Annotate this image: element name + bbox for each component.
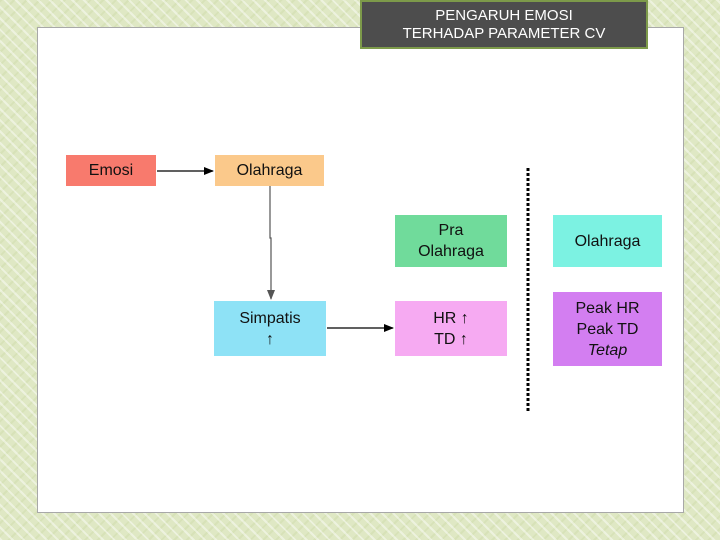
title-line-2: TERHADAP PARAMETER CV <box>402 25 606 42</box>
simpatis-box: Simpatis ↑ <box>214 301 326 356</box>
td-label: TD ↑ <box>434 330 468 348</box>
pra-olahraga-box: Pra Olahraga <box>395 215 507 267</box>
peak-td-label: Peak TD <box>576 320 639 338</box>
emosi-label: Emosi <box>88 162 134 179</box>
arrow-olahraga-to-simpatis <box>267 186 275 300</box>
pra-olahraga-label-line-1: Pra <box>438 222 464 239</box>
tetap-label: Tetap <box>587 341 628 359</box>
emosi-box: Emosi <box>66 155 156 186</box>
olahraga-box: Olahraga <box>215 155 324 186</box>
title-line-1: PENGARUH EMOSI <box>435 7 573 24</box>
slide-panel <box>37 27 684 513</box>
olahraga-phase-label: Olahraga <box>574 232 641 250</box>
olahraga-phase-box: Olahraga <box>553 215 662 267</box>
peak-box: Peak HR Peak TD Tetap <box>553 292 662 366</box>
hr-label: HR ↑ <box>433 309 469 327</box>
olahraga-label: Olahraga <box>236 162 303 179</box>
peak-hr-label: Peak HR <box>575 299 640 317</box>
hr-td-box: HR ↑ TD ↑ <box>395 301 507 356</box>
simpatis-up-arrow: ↑ <box>266 330 274 348</box>
simpatis-label: Simpatis <box>239 309 301 327</box>
pra-olahraga-label-line-2: Olahraga <box>418 243 484 260</box>
slide-title: PENGARUH EMOSI TERHADAP PARAMETER CV <box>360 0 648 49</box>
